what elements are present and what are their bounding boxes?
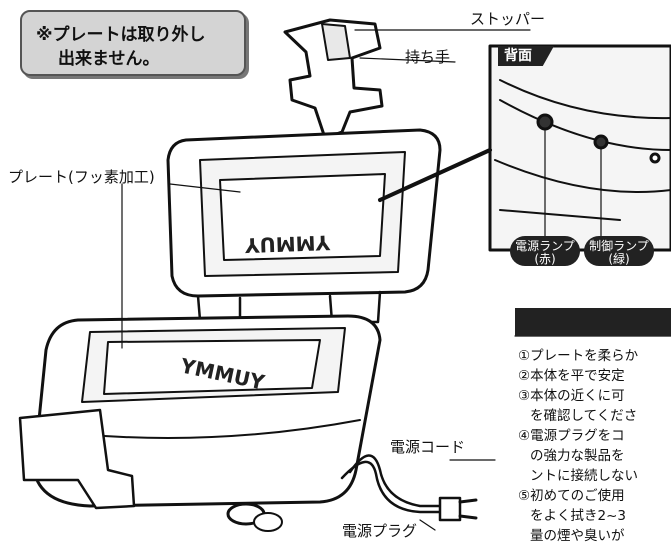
stopper-handle: [283, 18, 384, 140]
label-handle: 持ち手: [405, 48, 451, 66]
power-plug: [438, 496, 462, 522]
power-cord: [348, 454, 442, 508]
rear-panel: [488, 44, 671, 252]
label-plug: 電源プラグ: [342, 522, 418, 540]
note-line-1: ※プレートは取り外し: [36, 25, 206, 45]
instructions-header-bar: [515, 308, 671, 336]
note-line-2: 出来ません。: [58, 49, 160, 69]
label-stopper: ストッパー: [470, 10, 546, 28]
lamp-power-line1: 電源ランプ: [515, 239, 575, 253]
label-cord: 電源コード: [390, 438, 466, 456]
instruction-line: ②本体を平で安定: [518, 368, 625, 384]
instruction-line: をよく拭き2~3: [530, 508, 626, 524]
control-lamp: [593, 134, 609, 150]
lamp-power-line2: (赤): [534, 252, 556, 266]
lamp-label-control: 制御ランプ (緑): [584, 236, 654, 266]
instruction-line: を確認してくださ: [530, 408, 638, 424]
instruction-line: ③本体の近くに可: [518, 388, 625, 404]
note-box: ※プレートは取り外し 出来ません。: [20, 10, 246, 76]
lamp-control-line2: (緑): [608, 252, 630, 266]
instruction-line: ④電源プラグをコ: [518, 428, 625, 444]
rear-view-tag: 背面: [498, 46, 554, 66]
instruction-line: ⑤初めてのご使用: [518, 488, 625, 504]
upper-plate-emboss: YMMUY: [244, 230, 331, 258]
instruction-line: の強力な製品を: [530, 448, 625, 464]
instruction-line: 量の煙や臭いが: [530, 528, 625, 544]
label-plate: プレート(フッ素加工): [8, 168, 155, 186]
lamp-label-power: 電源ランプ (赤): [510, 236, 580, 266]
instruction-line: ントに接続しない: [530, 468, 638, 484]
instruction-line: ①プレートを柔らか: [518, 348, 639, 364]
lamp-control-line1: 制御ランプ: [589, 239, 649, 253]
power-lamp: [536, 113, 554, 131]
